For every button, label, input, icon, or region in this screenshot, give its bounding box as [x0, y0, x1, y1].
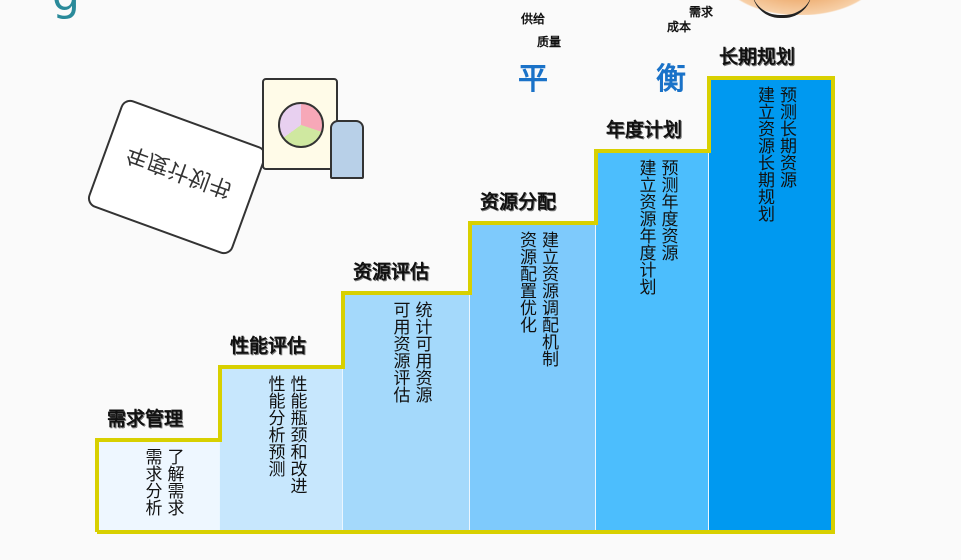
step-title: 年度计划 — [606, 119, 683, 141]
balance-right: 衡 — [656, 62, 686, 97]
step-description: 需求分析 — [141, 448, 162, 516]
presenter-figure — [330, 120, 364, 179]
step-description: 统计可用资源 — [411, 301, 432, 403]
eye-curve — [752, 0, 812, 18]
step-description: 性能分析预测 — [264, 375, 285, 477]
step-title: 性能评估 — [230, 335, 307, 357]
step-description: 预测长期资源 — [776, 86, 796, 188]
term-supply: 供给 — [521, 12, 546, 26]
balance-left: 平 — [518, 62, 548, 97]
step-description: 预测年度资源 — [657, 159, 678, 261]
step-title: 需求管理 — [107, 408, 184, 430]
step-description: 性能瓶颈和改进 — [286, 375, 307, 494]
step-title: 资源分配 — [480, 191, 557, 213]
term-quality: 质量 — [537, 35, 562, 49]
pie-chart-icon — [278, 102, 324, 148]
step-description: 了解需求 — [163, 448, 184, 516]
step-title: 资源评估 — [353, 261, 430, 283]
step-description: 建立资源调配机制 — [538, 231, 558, 367]
presenter-clipart — [262, 78, 338, 170]
term-cost: 成本 — [667, 20, 692, 34]
step-title: 长期规划 — [719, 46, 796, 68]
corner-letter: g — [52, 0, 80, 21]
step-description: 资源配置优化 — [516, 231, 536, 333]
term-demand: 需求 — [689, 5, 714, 19]
step-description: 建立资源长期规划 — [754, 86, 774, 222]
scroll-text: 年度计划书 — [123, 140, 236, 202]
step-description: 建立资源年度计划 — [635, 159, 656, 295]
step-description: 可用资源评估 — [389, 301, 410, 403]
plan-scroll-clipart: 年度计划书 — [85, 97, 269, 257]
